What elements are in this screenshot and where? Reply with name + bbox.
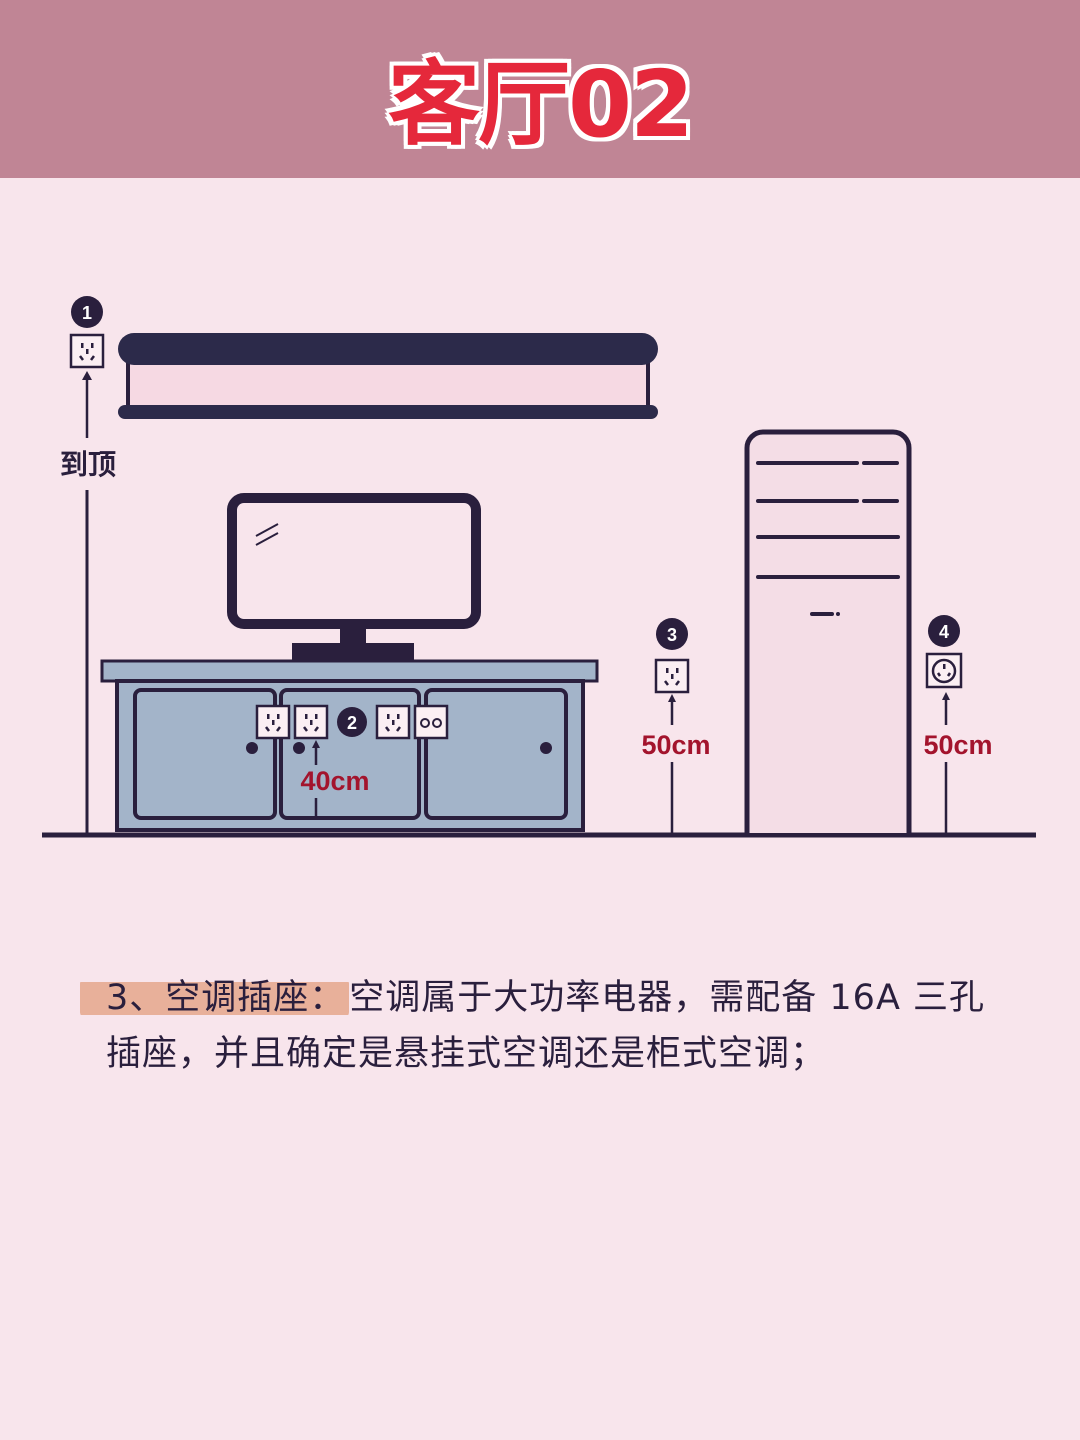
tv-cabinet (100, 659, 599, 832)
number-badge (928, 615, 960, 647)
ceiling-lamp (118, 333, 658, 419)
marker-2: 2 40cm (255, 704, 449, 818)
socket-icon (293, 704, 329, 740)
height-label: 40cm (300, 766, 369, 796)
two-hole-socket-icon (413, 704, 449, 740)
badge-number: 4 (939, 622, 949, 642)
height-label: 50cm (923, 730, 992, 760)
arrow-up-icon (82, 371, 92, 380)
socket-icon (654, 658, 690, 694)
height-label: 到顶 (60, 448, 116, 481)
number-badge (71, 296, 103, 328)
badge-number: 3 (667, 625, 677, 645)
socket-icon (69, 333, 105, 369)
badge-number: 2 (347, 713, 357, 733)
description-heading: 3、空调插座： (80, 978, 350, 1018)
floor-air-conditioner (744, 429, 912, 833)
three-hole-16a-socket-icon (925, 652, 963, 689)
page-title: 客厅02 (387, 51, 694, 158)
description-paragraph: 3、空调插座：空调属于大功率电器，需配备 16A 三孔插座，并且确定是悬挂式空调… (80, 970, 986, 1082)
description-body: 空调属于大功率电器，需配备 16A 三孔插座，并且确定是悬挂式空调还是柜式空调； (106, 978, 986, 1074)
header-banner: 客厅02 (0, 0, 1080, 178)
socket-icon (375, 704, 411, 740)
arrow-up-icon (668, 694, 676, 702)
marker-3: 3 50cm (641, 618, 711, 833)
socket-layout-diagram: 1 到顶 2 40 (42, 296, 1036, 838)
number-badge (656, 618, 688, 650)
marker-1: 1 到顶 (60, 296, 116, 833)
arrow-up-icon (942, 692, 950, 700)
marker-4: 4 50cm (923, 615, 993, 833)
number-badge (337, 707, 367, 737)
badge-number: 1 (82, 303, 92, 323)
height-label: 50cm (641, 730, 710, 760)
socket-icon (255, 704, 291, 740)
arrow-up-icon (312, 740, 320, 748)
television (227, 493, 481, 663)
